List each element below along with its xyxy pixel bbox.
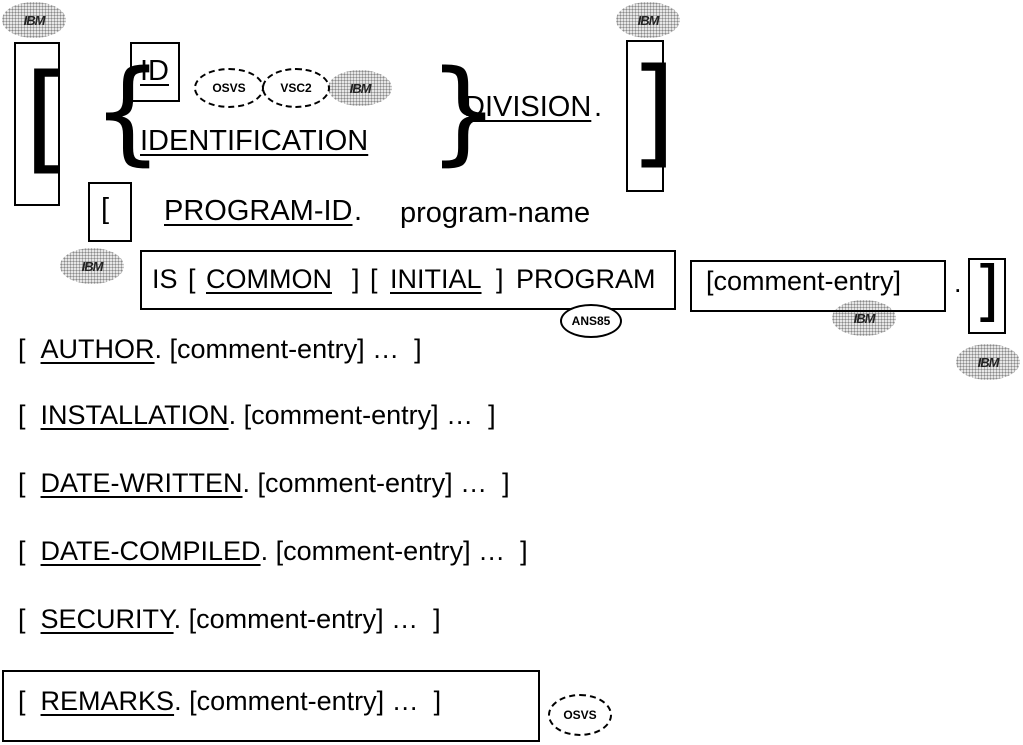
installation-line: [ INSTALLATION. [comment-entry] … ] <box>18 400 496 430</box>
program-id-period: . <box>354 195 363 227</box>
ibm-extension-marker: IBM <box>2 2 66 38</box>
open-bracket: [ <box>18 686 26 716</box>
remarks-line: [ REMARKS. [comment-entry] … ] <box>18 686 441 716</box>
right-bracket: ] <box>630 42 677 180</box>
author-keyword: AUTHOR <box>40 334 155 364</box>
open-bracket: [ <box>18 400 26 430</box>
remarks-rest: . [comment-entry] … <box>174 686 419 716</box>
division-keyword: DIVISION <box>464 91 592 123</box>
author-rest: . [comment-entry] … <box>154 334 400 364</box>
program-id-end-period: . <box>954 268 962 298</box>
date-written-keyword: DATE-WRITTEN <box>40 468 243 498</box>
program-id-bracket-box <box>88 182 132 242</box>
date-written-line: [ DATE-WRITTEN. [comment-entry] … ] <box>18 468 510 498</box>
ibm-extension-marker: IBM <box>616 2 680 38</box>
ibm-extension-marker: IBM <box>328 70 392 106</box>
close-bracket: ] <box>502 468 510 498</box>
open-bracket: [ <box>18 334 26 364</box>
close-bracket: ] <box>433 604 441 634</box>
close-bracket: ] <box>433 686 442 716</box>
common-close-bracket: ] <box>352 264 360 294</box>
division-period: . <box>594 91 603 123</box>
installation-keyword: INSTALLATION <box>40 400 229 430</box>
program-keyword: PROGRAM <box>516 264 656 294</box>
ans85-badge: ANS85 <box>560 304 622 338</box>
end-right-bracket: ] <box>974 252 1000 329</box>
id-keyword: ID <box>140 55 169 87</box>
initial-keyword: INITIAL <box>390 264 482 294</box>
program-id-open-bracket: [ <box>101 193 110 225</box>
ibm-extension-marker: IBM <box>832 300 896 336</box>
initial-close-bracket: ] <box>496 264 504 294</box>
right-brace: } <box>428 47 500 177</box>
initial-open-bracket: [ <box>370 264 378 294</box>
optional-bracket-box-left <box>14 42 60 206</box>
date-compiled-keyword: DATE-COMPILED <box>40 536 261 566</box>
close-bracket: ] <box>414 334 422 364</box>
date-written-rest: . [comment-entry] … <box>242 468 488 498</box>
common-open-bracket: [ <box>188 264 196 294</box>
identification-keyword: IDENTIFICATION <box>140 125 369 157</box>
remarks-osvs-badge: OSVS <box>548 694 612 736</box>
end-bracket-box <box>968 258 1006 334</box>
comment-entry: [comment-entry] <box>706 266 902 296</box>
author-line: [ AUTHOR. [comment-entry] … ] <box>18 334 422 364</box>
ibm-extension-marker: IBM <box>60 248 124 284</box>
program-id-keyword: PROGRAM-ID <box>164 195 353 227</box>
security-line: [ SECURITY. [comment-entry] … ] <box>18 604 441 634</box>
program-name: program-name <box>400 197 591 229</box>
date-compiled-rest: . [comment-entry] … <box>260 536 506 566</box>
date-compiled-line: [ DATE-COMPILED. [comment-entry] … ] <box>18 536 528 566</box>
close-bracket: ] <box>488 400 496 430</box>
left-bracket: [ <box>24 48 71 186</box>
remarks-keyword: REMARKS <box>40 686 175 716</box>
remarks-box <box>2 670 540 742</box>
installation-rest: . [comment-entry] … <box>228 400 474 430</box>
is-keyword: IS <box>152 264 178 294</box>
optional-bracket-box-right <box>626 40 664 192</box>
open-bracket: [ <box>18 468 26 498</box>
vsc2-badge: VSC2 <box>262 68 330 108</box>
common-keyword: COMMON <box>206 264 332 294</box>
comment-entry-box <box>690 260 946 312</box>
security-keyword: SECURITY <box>40 604 174 634</box>
is-common-initial-box <box>140 250 676 310</box>
open-bracket: [ <box>18 536 26 566</box>
left-brace: { <box>92 47 164 177</box>
osvs-badge: OSVS <box>194 68 264 108</box>
close-bracket: ] <box>520 536 528 566</box>
ibm-extension-marker: IBM <box>956 344 1020 380</box>
id-keyword-box <box>130 42 180 102</box>
security-rest: . [comment-entry] … <box>173 604 419 634</box>
open-bracket: [ <box>18 604 26 634</box>
